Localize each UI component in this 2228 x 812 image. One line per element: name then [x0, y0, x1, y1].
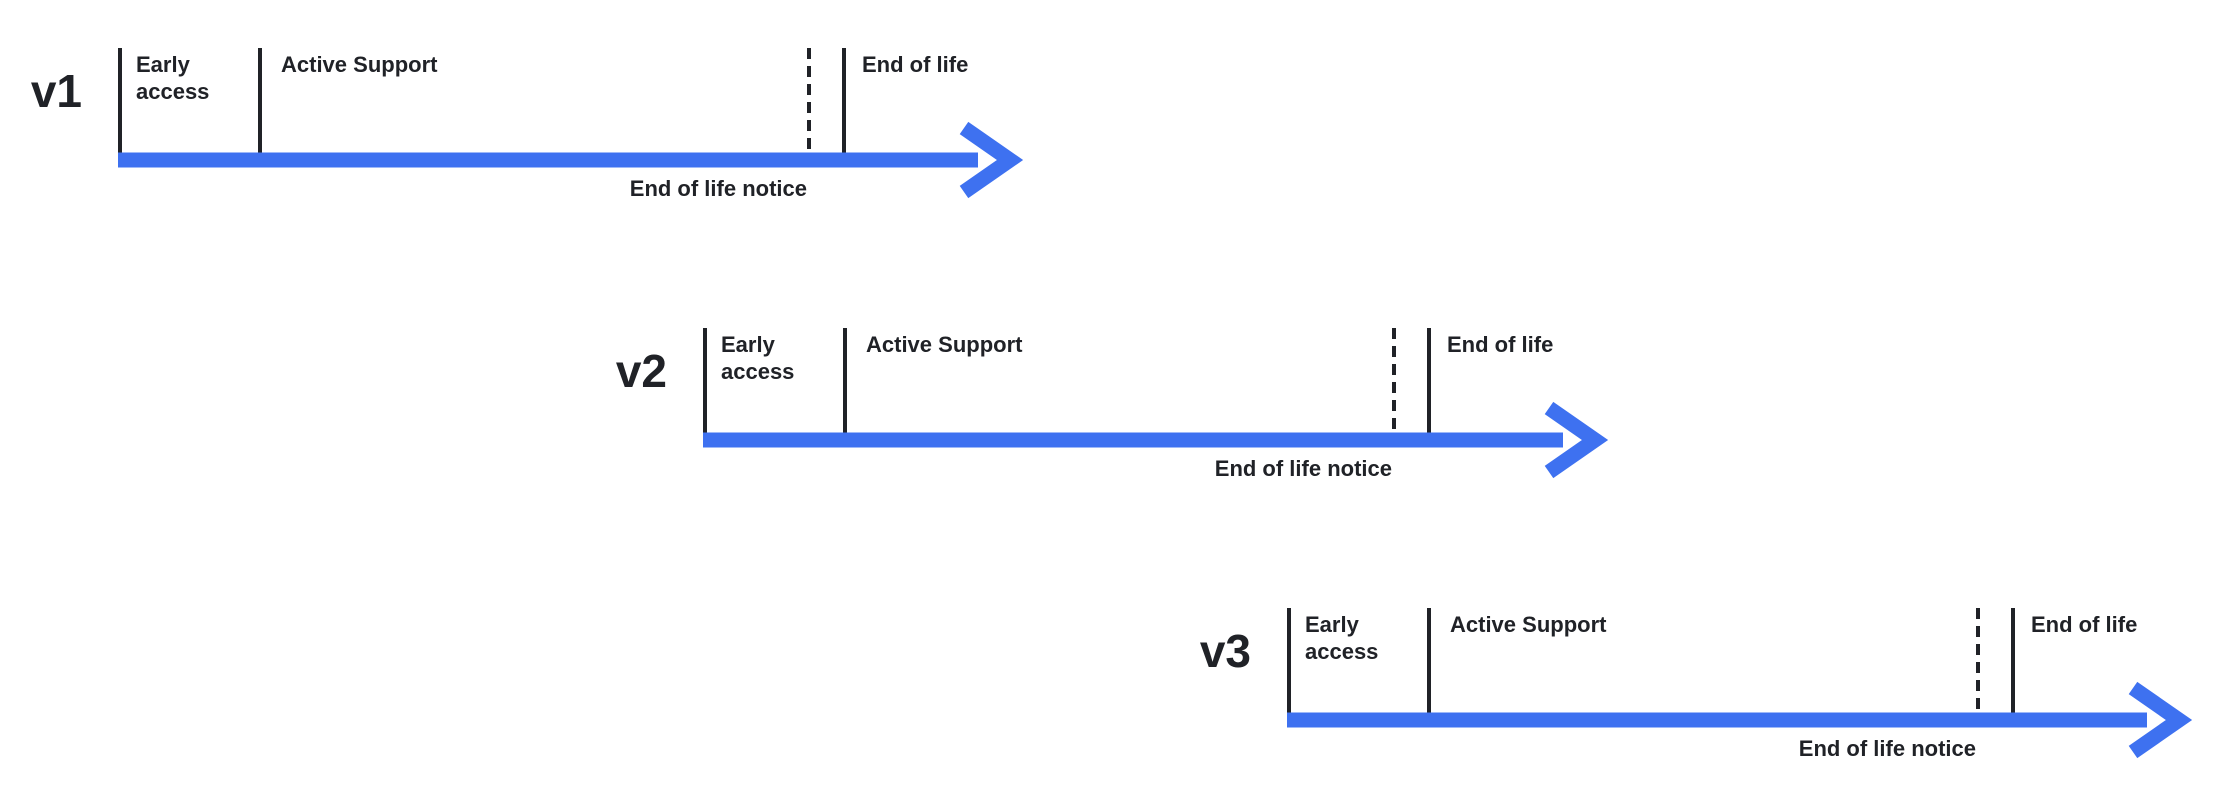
- active-support-start-tick: [258, 48, 262, 153]
- early-access-label: Early access: [136, 52, 210, 104]
- end-of-life-tick: [2011, 608, 2015, 713]
- eol-notice-dashed-line: [1976, 608, 1980, 713]
- end-of-life-notice-label: End of life notice: [629, 176, 807, 201]
- end-of-life-label: End of life: [2031, 612, 2138, 637]
- early-access-label: Early access: [721, 332, 795, 384]
- version-label: v2: [615, 345, 667, 397]
- end-of-life-notice-label: End of life notice: [1798, 736, 1976, 761]
- timeline-arrow: [1287, 681, 2193, 759]
- active-support-label: Active Support: [866, 332, 1023, 357]
- timeline-arrow: [703, 401, 1609, 479]
- end-of-life-tick: [842, 48, 846, 153]
- early-access-start-tick: [118, 48, 122, 153]
- end-of-life-label: End of life: [862, 52, 969, 77]
- end-of-life-notice-label: End of life notice: [1214, 456, 1392, 481]
- timeline-v2: v2 Early access Active Support End of li…: [616, 328, 1609, 481]
- active-support-label: Active Support: [281, 52, 438, 77]
- end-of-life-tick: [1427, 328, 1431, 433]
- timeline-arrow: [118, 121, 1024, 199]
- early-access-label: Early access: [1305, 612, 1379, 664]
- eol-notice-dashed-line: [807, 48, 811, 153]
- timeline-v1: v1 Early access Active Support End of li…: [31, 48, 1024, 201]
- timeline-v3: v3 Early access Active Support End of li…: [1200, 608, 2193, 761]
- eol-notice-dashed-line: [1392, 328, 1396, 433]
- end-of-life-label: End of life: [1447, 332, 1554, 357]
- active-support-start-tick: [1427, 608, 1431, 713]
- version-label: v3: [1199, 625, 1251, 677]
- version-label: v1: [30, 65, 82, 117]
- active-support-start-tick: [843, 328, 847, 433]
- early-access-start-tick: [1287, 608, 1291, 713]
- active-support-label: Active Support: [1450, 612, 1607, 637]
- early-access-start-tick: [703, 328, 707, 433]
